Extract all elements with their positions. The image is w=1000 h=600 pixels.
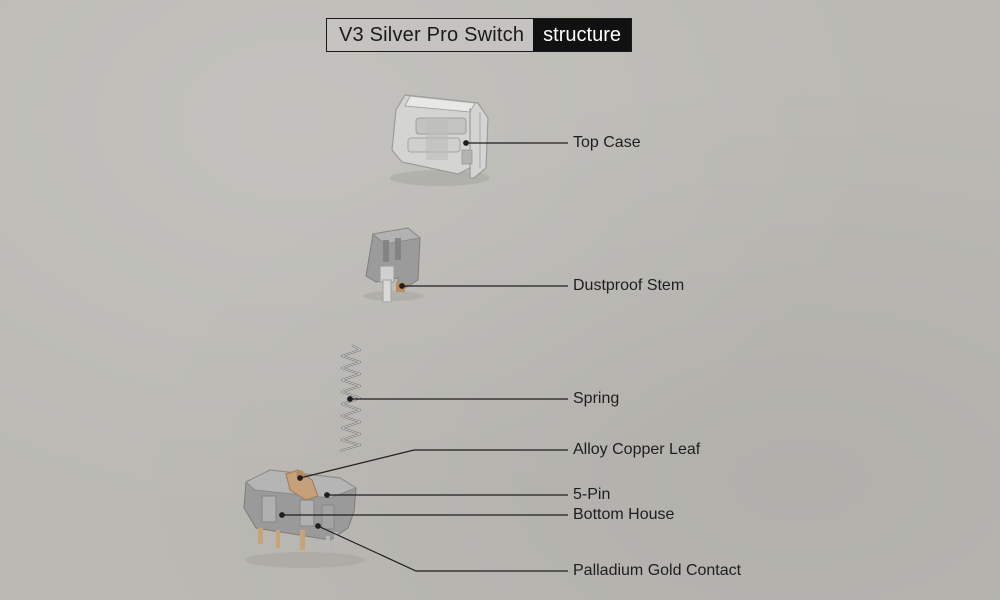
label-alloy-copper-leaf: Alloy Copper Leaf: [573, 441, 701, 458]
dustproof-stem-part: [363, 227, 423, 303]
label-dustproof-stem: Dustproof Stem: [573, 277, 685, 294]
leader-lines: [279, 140, 568, 572]
label-5-pin: 5-Pin: [573, 486, 611, 503]
diagram-title-tag: structure: [533, 19, 631, 51]
diagram-title: V3 Silver Pro Switch: [327, 19, 534, 51]
title-box: V3 Silver Pro Switch structure: [326, 18, 632, 52]
label-bottom-house: Bottom House: [573, 506, 675, 523]
label-spring: Spring: [573, 390, 620, 407]
label-top-case: Top Case: [573, 134, 641, 151]
spring-part: [339, 344, 362, 453]
bottom-housing-part: [243, 469, 365, 568]
top-case-part: [390, 94, 490, 186]
label-palladium-gold-contact: Palladium Gold Contact: [573, 562, 742, 579]
